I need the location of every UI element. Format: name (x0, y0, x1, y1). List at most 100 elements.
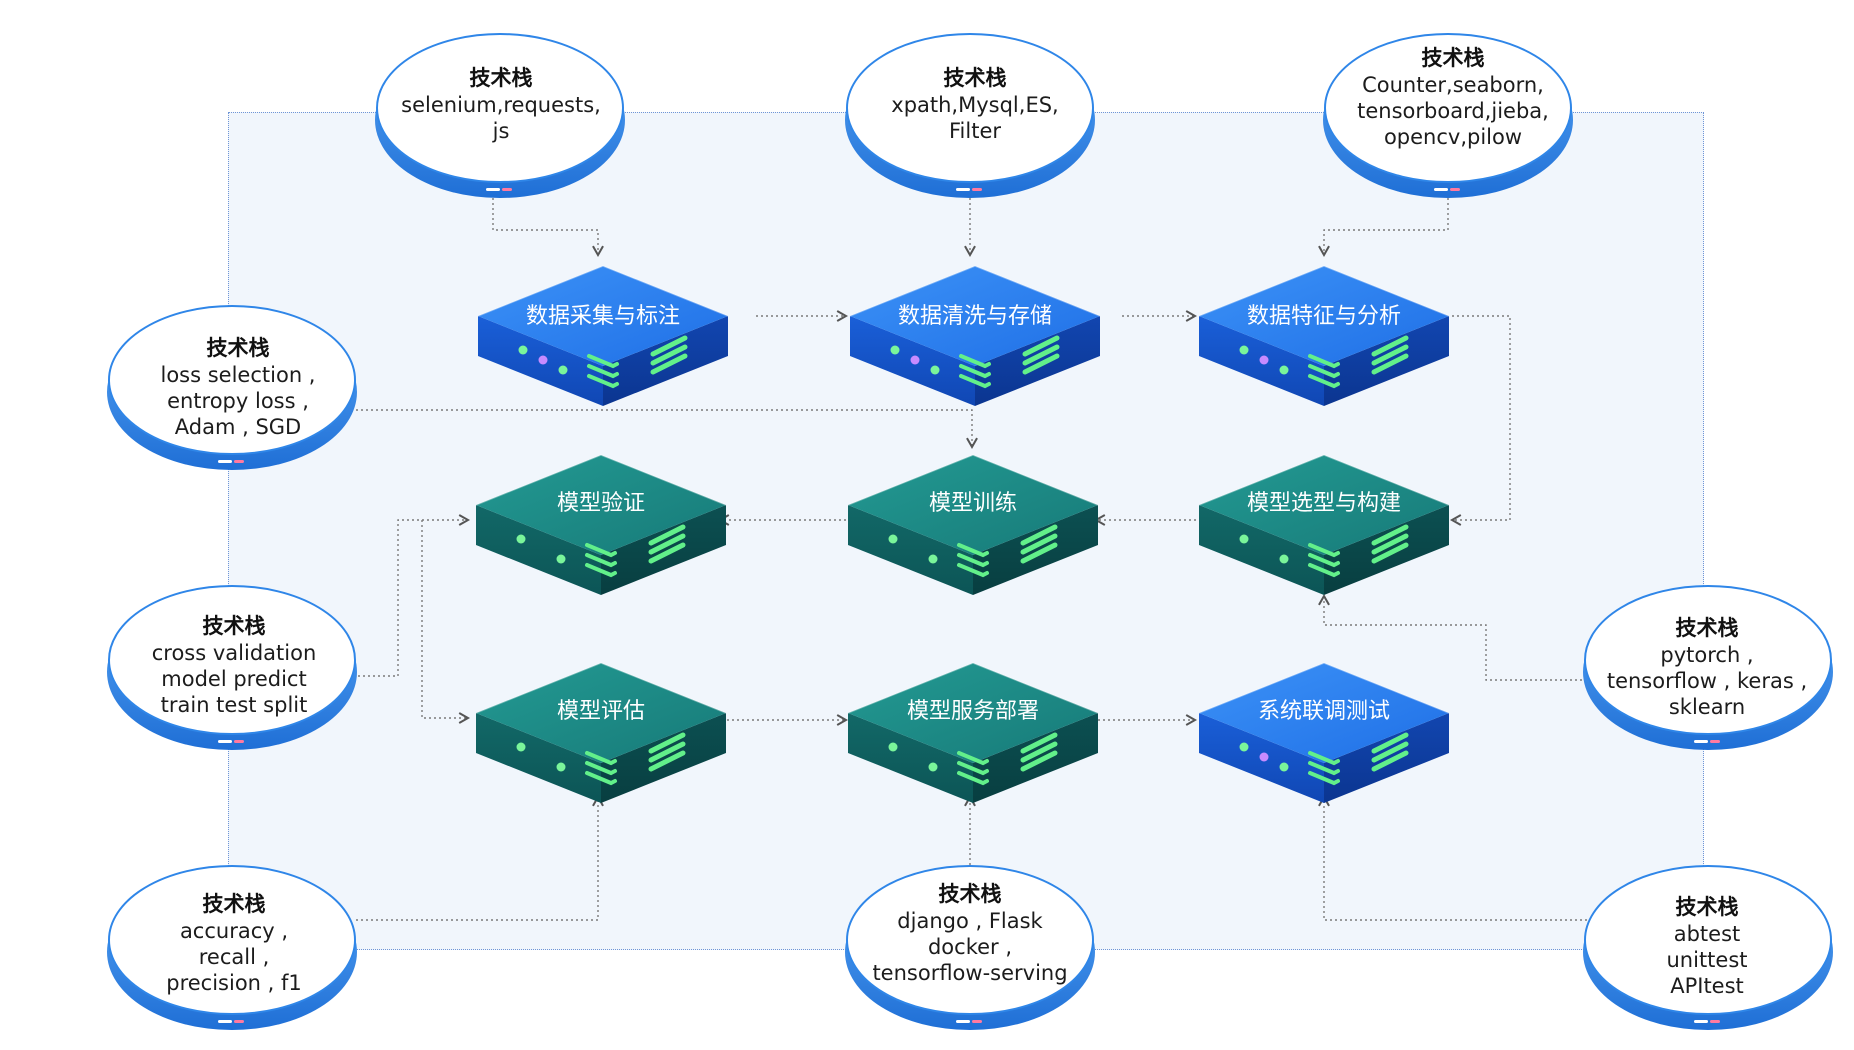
server-srv-validate (475, 454, 727, 595)
ellipse-layer (107, 33, 1833, 1030)
indicator-icon (1710, 740, 1720, 743)
vent-icon (585, 543, 617, 558)
vent-icon (650, 335, 688, 357)
vent-icon (1020, 524, 1058, 546)
indicator-icon (956, 188, 970, 191)
vent-icon (957, 751, 989, 766)
vent-icon (1308, 771, 1340, 786)
vent-icon (1308, 354, 1340, 369)
vent-icon (1308, 374, 1340, 389)
vent-icon (957, 771, 989, 786)
vent-icon (959, 364, 991, 379)
vent-icon (1371, 524, 1409, 546)
ellipse-ts-left-2 (107, 585, 357, 750)
indicator-icon (486, 188, 500, 191)
connector-collect-tech (492, 188, 604, 258)
led-icon (928, 554, 938, 564)
vent-icon (585, 751, 617, 766)
vent-icon (1371, 344, 1409, 366)
ellipse-ts-left-1 (107, 305, 357, 470)
connector-validate-tech (358, 514, 471, 677)
led-icon (910, 355, 920, 365)
led-icon (928, 762, 938, 772)
indicator-icon (972, 188, 982, 191)
led-icon (518, 345, 528, 355)
vent-icon (1308, 543, 1340, 558)
server-srv-deploy (847, 662, 1099, 803)
vent-icon (959, 374, 991, 389)
vent-icon (650, 344, 688, 366)
vent-icon (1308, 563, 1340, 578)
vent-icon (957, 761, 989, 776)
vent-icon (587, 354, 619, 369)
vent-icon (1371, 741, 1409, 763)
indicator-icon (218, 1020, 232, 1023)
led-icon (558, 365, 568, 375)
connector-layer (356, 188, 1592, 921)
led-icon (556, 554, 566, 564)
led-icon (930, 365, 940, 375)
vent-icon (1022, 335, 1060, 357)
server-layer (475, 265, 1450, 803)
vent-icon (1371, 533, 1409, 555)
vent-icon (1308, 553, 1340, 568)
led-icon (516, 534, 526, 544)
vent-icon (1371, 732, 1409, 754)
connector-feature-tech (1318, 188, 1449, 258)
vent-icon (648, 524, 686, 546)
indicator-icon (234, 460, 244, 463)
vent-icon (648, 732, 686, 754)
vent-icon (1020, 533, 1058, 555)
led-icon (890, 345, 900, 355)
vent-icon (587, 364, 619, 379)
vent-icon (1308, 751, 1340, 766)
led-icon (888, 742, 898, 752)
vent-icon (1371, 353, 1409, 375)
ellipse-ts-bottom-mid (845, 865, 1095, 1030)
vent-icon (585, 553, 617, 568)
connector-evaluate-tech (356, 794, 604, 921)
server-srv-select (1198, 454, 1450, 595)
led-icon (1279, 554, 1289, 564)
led-icon (1259, 355, 1269, 365)
server-srv-collect (477, 265, 729, 406)
server-srv-feature (1198, 265, 1450, 406)
vent-icon (1371, 750, 1409, 772)
vent-icon (648, 750, 686, 772)
led-icon (888, 534, 898, 544)
vent-icon (1308, 364, 1340, 379)
vent-icon (957, 543, 989, 558)
led-icon (1239, 345, 1249, 355)
server-srv-evaluate (475, 662, 727, 803)
indicator-icon (1694, 740, 1708, 743)
led-icon (516, 742, 526, 752)
vent-icon (585, 761, 617, 776)
vent-icon (1371, 542, 1409, 564)
connector-validate-to-evaluate (421, 520, 471, 724)
indicator-icon (1710, 1020, 1720, 1023)
server-srv-train (847, 454, 1099, 595)
led-icon (1239, 534, 1249, 544)
vent-icon (957, 553, 989, 568)
vent-icon (1022, 344, 1060, 366)
vent-icon (648, 741, 686, 763)
ellipse-ts-right-1 (1583, 585, 1833, 750)
vent-icon (585, 771, 617, 786)
led-icon (1259, 752, 1269, 762)
connector-select-tech (1318, 593, 1592, 681)
indicator-icon (234, 1020, 244, 1023)
ellipse-ts-bottom-right (1583, 865, 1833, 1030)
vent-icon (957, 563, 989, 578)
ellipse-ts-top-left (375, 33, 625, 198)
indicator-icon (1434, 188, 1448, 191)
vent-icon (1020, 732, 1058, 754)
vent-icon (650, 353, 688, 375)
indicator-icon (1450, 188, 1460, 191)
connector-test-tech (1318, 794, 1592, 921)
connector-train-tech (356, 409, 978, 450)
led-icon (556, 762, 566, 772)
led-icon (1239, 742, 1249, 752)
indicator-icon (502, 188, 512, 191)
